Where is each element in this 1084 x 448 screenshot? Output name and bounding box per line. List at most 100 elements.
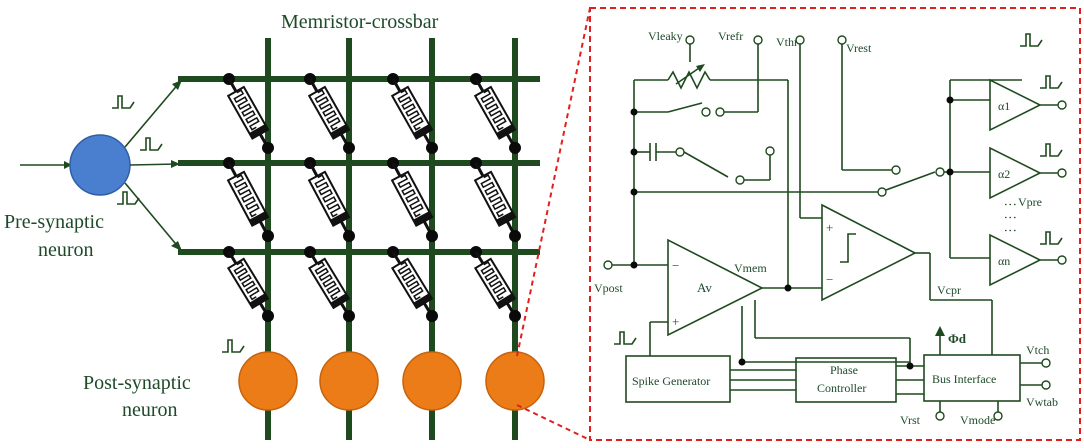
comparator-minus: − (826, 272, 833, 287)
post-synaptic-neuron-3 (402, 351, 462, 411)
label-alphan: αn (998, 254, 1010, 268)
spike-icon (117, 191, 140, 205)
spike-icon (1040, 143, 1063, 157)
terminal (837, 35, 847, 45)
spike-icon (614, 331, 637, 345)
label-vthr: Vthr (776, 35, 798, 49)
memristor-icon (387, 157, 438, 242)
crossbar-section: Memristor-crossbar Pre-synaptic neuron (4, 11, 545, 440)
phase-controller-block (795, 357, 897, 403)
junction-dot (784, 284, 792, 292)
junction-dot (738, 358, 746, 366)
memristor-icon (304, 157, 355, 242)
alphan-buffer (989, 233, 1042, 287)
memristor-icon (223, 73, 274, 154)
comparator (821, 203, 917, 302)
junction-dot (262, 141, 274, 154)
pre-neuron-label-line1: Pre-synaptic (4, 211, 104, 233)
label-vtch: Vtch (1026, 343, 1049, 357)
hysteresis-icon (840, 233, 856, 263)
label-phase-line1: Phase (830, 363, 858, 377)
label-vrst: Vrst (900, 413, 921, 427)
post-synaptic-neuron-1 (238, 351, 298, 411)
neuron-circuit-section: Vleaky Vrefr Vthr Vrest (589, 7, 1081, 441)
post-neuron-label-line1: Post-synaptic (83, 372, 191, 394)
memristor-icon (470, 73, 521, 154)
switch-icon (667, 102, 703, 113)
junction-dot (262, 229, 274, 242)
leaky-resistor-icon (667, 70, 711, 90)
junction-dot (343, 141, 355, 154)
junction-dot (304, 73, 316, 85)
resistor-arrowhead (696, 64, 705, 72)
alpha1-buffer (989, 78, 1042, 132)
phi-d-arrowhead (935, 326, 945, 336)
terminal (1041, 358, 1051, 368)
terminal (993, 411, 1003, 421)
post-synaptic-neuron-4 (485, 351, 545, 411)
junction-dot (946, 96, 954, 104)
junction-dot (426, 309, 438, 322)
terminal (1057, 100, 1067, 110)
label-vpost: Vpost (594, 281, 623, 295)
label-vmem: Vmem (734, 261, 767, 275)
amp-minus: − (672, 258, 679, 273)
alpha2-buffer (989, 146, 1042, 200)
junction-dot (262, 309, 274, 322)
junction-dot (223, 73, 235, 85)
terminal (715, 107, 725, 117)
label-vwtab: Vwtab (1026, 395, 1058, 409)
label-spike-generator: Spike Generator (632, 374, 710, 388)
spike-icon (140, 137, 163, 151)
pre-neuron-label-line2: neuron (38, 239, 94, 261)
pre-neuron-arrowhead-row-2 (171, 160, 180, 168)
crossbar-title: Memristor-crossbar (281, 11, 439, 33)
terminal (1041, 380, 1051, 390)
terminal (675, 147, 685, 157)
label-bus-interface: Bus Interface (932, 372, 996, 386)
pre-neuron-arrowhead-row-3 (171, 241, 182, 251)
junction-dot (343, 309, 355, 322)
label-av: Av (697, 280, 712, 295)
pre-neuron-arrow-row-1 (124, 81, 181, 148)
terminal (891, 165, 901, 175)
post-neuron-label-line2: neuron (122, 399, 178, 421)
post-synaptic-neuron-2 (319, 351, 379, 411)
junction-dot (906, 362, 914, 370)
label-phase-line2: Controller (817, 381, 866, 395)
amplifier-av (667, 238, 764, 337)
label-vcpr: Vcpr (937, 283, 961, 297)
wire (675, 65, 703, 85)
label-vrest: Vrest (846, 41, 872, 55)
label-alpha1: α1 (998, 99, 1010, 113)
bus-interface-block (923, 354, 1021, 402)
junction-dot (630, 188, 638, 196)
junction-dot (509, 309, 521, 322)
junction-dot (509, 141, 521, 154)
spike-icon (1040, 75, 1063, 89)
junction-dot (946, 168, 954, 176)
memristor-icon (223, 246, 274, 322)
terminal (1057, 168, 1067, 178)
terminal (765, 146, 775, 156)
spike-icon (1020, 33, 1043, 47)
memristor-icon (470, 157, 521, 242)
terminal (735, 175, 745, 185)
terminal (935, 167, 945, 177)
spike-icon (112, 95, 135, 109)
junction-dot (630, 148, 638, 156)
terminal (603, 260, 613, 270)
switch-icon (683, 151, 729, 178)
junction-dot (426, 229, 438, 242)
memristor-icon (387, 73, 438, 154)
terminal (795, 35, 805, 45)
label-phi-d: Φd (948, 331, 967, 346)
label-vmode: Vmode (960, 413, 995, 427)
memristor-icon (304, 73, 355, 154)
label-alpha2: α2 (998, 167, 1010, 181)
memristor-icon (470, 246, 521, 322)
terminal (1057, 255, 1067, 265)
label-vrefr: Vrefr (718, 29, 743, 43)
pre-neuron-arrow-row-3 (124, 182, 181, 250)
